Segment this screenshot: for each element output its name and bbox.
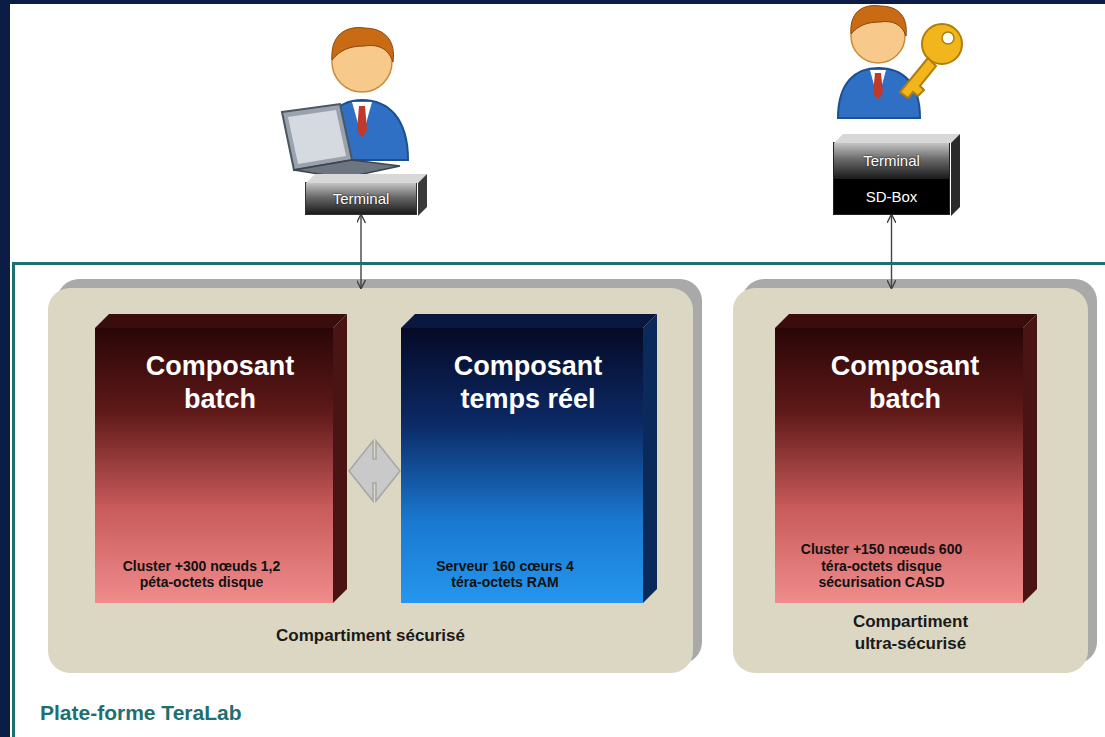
node-title: Compartiment sécurisé: [276, 625, 465, 647]
batch-component-box: Composant batchCluster +300 nœuds 1,2 pé…: [95, 328, 333, 603]
node-body: Cluster +150 nœuds 600 téra-octets disqu…: [799, 541, 964, 591]
box-top-face: [306, 174, 427, 183]
node-title: Terminal: [327, 190, 396, 207]
box-top-face: [775, 314, 1037, 328]
terminal-box: Terminal: [305, 182, 417, 215]
node-title: Plate-forme TeraLab: [40, 701, 1105, 725]
exchange-arrow: [349, 441, 400, 501]
box-side-face: [643, 314, 657, 603]
box-top-face: [401, 314, 657, 328]
node-title: Composant batch: [119, 350, 321, 416]
box-side-face: [951, 134, 960, 216]
secure-terminal-box: TerminalSD-Box: [833, 142, 950, 215]
user-key-icon: [838, 6, 962, 118]
box-side-face: [1023, 314, 1037, 603]
realtime-component-box: Composant temps réelServeur 160 cœurs 4 …: [401, 328, 643, 603]
frame-strip: [0, 0, 1105, 4]
node-body: SD-Box: [834, 179, 949, 215]
compartment-box: Compartiment sécurisé Composant batchClus…: [48, 288, 693, 673]
box-side-face: [333, 314, 347, 603]
box-side-face: [418, 174, 427, 216]
node-body: Cluster +300 nœuds 1,2 péta-octets disqu…: [119, 558, 284, 591]
batch-component-box: Composant batchCluster +150 nœuds 600 té…: [775, 328, 1023, 603]
node-title: Compartiment ultra-sécurisé: [836, 611, 986, 655]
platform-region: Plate-forme TeraLab Compartiment sécurisé…: [12, 262, 1105, 737]
box-top-face: [834, 134, 960, 143]
access-arrow: [891, 215, 892, 288]
access-arrow: [360, 215, 361, 288]
compartment-box: Compartiment ultra-sécurisé Composant bat…: [733, 288, 1088, 673]
user-laptop-icon: [282, 28, 408, 178]
node-title: Composant batch: [799, 350, 1011, 416]
node-title: Terminal: [834, 143, 949, 179]
node-body: Serveur 160 cœurs 4 téra-octets RAM: [425, 558, 585, 591]
frame-strip: [0, 0, 10, 737]
box-top-face: [95, 314, 347, 328]
node-title: Composant temps réel: [425, 350, 631, 416]
